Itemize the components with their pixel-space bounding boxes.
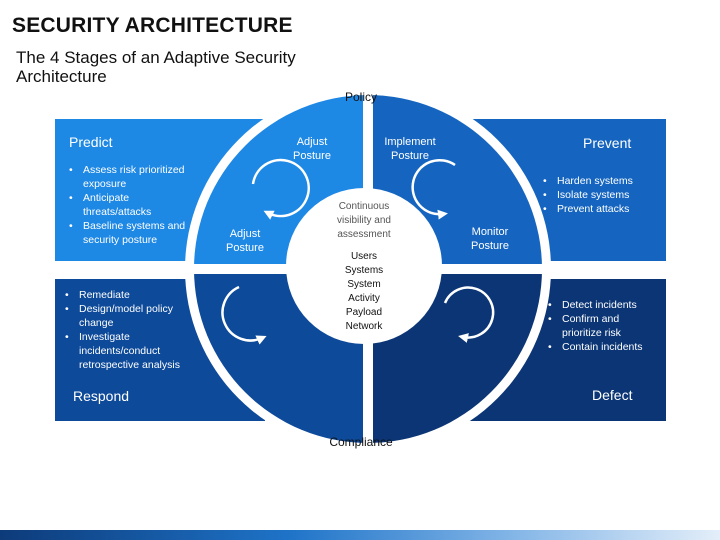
prevent-list: Harden systems Isolate systems Prevent a… bbox=[543, 174, 661, 216]
respond-list: Remediate Design/model policy change Inv… bbox=[65, 288, 200, 372]
list-item: Detect incidents bbox=[548, 298, 660, 312]
list-item: Confirm and prioritize risk bbox=[548, 312, 660, 340]
defect-list: Detect incidents Confirm and prioritize … bbox=[548, 298, 660, 354]
adjust-posture-top-label: Adjust Posture bbox=[293, 136, 331, 162]
center-item: Systems bbox=[344, 265, 384, 276]
adjust-posture-bottom-label: Adjust Posture bbox=[226, 228, 264, 254]
predict-box: Predict Assess risk prioritized exposure… bbox=[55, 119, 265, 261]
page-title: SECURITY ARCHITECTURE bbox=[12, 14, 293, 37]
center-item: Users bbox=[350, 251, 378, 262]
list-item: Baseline systems and security posture bbox=[69, 219, 194, 247]
list-item: Contain incidents bbox=[548, 340, 660, 354]
list-item: Prevent attacks bbox=[543, 202, 661, 216]
cycle-arrow-icon bbox=[221, 285, 267, 345]
policy-label: Policy bbox=[344, 90, 377, 104]
center-list: Users Systems System Activity Payload Ne… bbox=[324, 250, 404, 334]
list-item: Harden systems bbox=[543, 174, 661, 188]
list-item: Design/model policy change bbox=[65, 302, 200, 330]
list-item: Remediate bbox=[65, 288, 200, 302]
center-caption: Continuous visibility and assessment bbox=[337, 201, 391, 240]
implement-posture-label: Implement Posture bbox=[384, 136, 436, 162]
predict-list: Assess risk prioritized exposure Anticip… bbox=[69, 163, 194, 247]
list-item: Investigate incidents/conduct retrospect… bbox=[65, 330, 200, 372]
list-item: Anticipate threats/attacks bbox=[69, 191, 194, 219]
page-subtitle: The 4 Stages of an Adaptive Security Arc… bbox=[16, 48, 296, 86]
cycle-arrow-icon bbox=[251, 158, 310, 220]
center-item: System bbox=[347, 279, 381, 290]
defect-title: Defect bbox=[592, 387, 633, 403]
compliance-label: Compliance bbox=[329, 435, 393, 449]
center-item: Payload bbox=[345, 307, 383, 318]
prevent-title: Prevent bbox=[583, 135, 632, 151]
list-item: Isolate systems bbox=[543, 188, 661, 202]
cycle-arrow-icon bbox=[443, 286, 495, 343]
cycle-arrow-icon bbox=[411, 158, 456, 220]
respond-title: Respond bbox=[73, 388, 130, 404]
footer-gradient-bar bbox=[0, 530, 720, 540]
center-item: Activity bbox=[348, 293, 380, 304]
predict-title: Predict bbox=[69, 134, 113, 150]
center-circle bbox=[286, 188, 442, 344]
monitor-posture-label: Monitor Posture bbox=[471, 226, 509, 252]
center-item: Network bbox=[345, 321, 383, 332]
list-item: Assess risk prioritized exposure bbox=[69, 163, 194, 191]
